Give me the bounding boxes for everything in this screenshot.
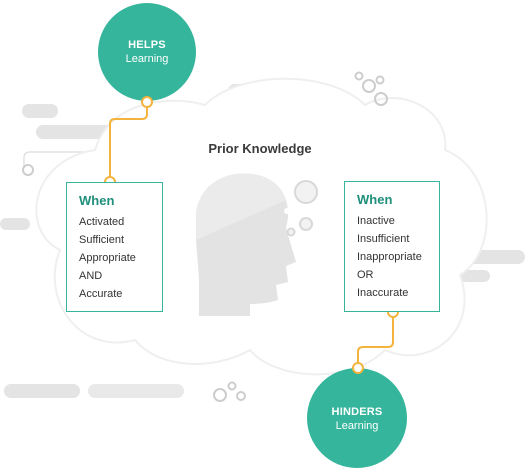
hinders-node-subtitle: Learning bbox=[335, 420, 379, 432]
helps-node-subtitle: Learning bbox=[125, 53, 169, 65]
bubbles-top-right bbox=[354, 71, 388, 106]
helps-condition-item: Sufficient bbox=[79, 234, 125, 246]
helps-conditions-box: When Activated Sufficient Appropriate AN… bbox=[66, 182, 163, 312]
bubbles-bottom bbox=[213, 381, 246, 402]
hinders-conditions-title: When bbox=[357, 192, 393, 207]
hinders-condition-item: OR bbox=[357, 269, 374, 281]
helps-conditions-title: When bbox=[79, 193, 115, 208]
helps-condition-item: AND bbox=[79, 270, 103, 282]
helps-condition-item: Accurate bbox=[79, 288, 123, 300]
diagram-title: Prior Knowledge bbox=[208, 141, 312, 156]
hinders-node-title: HINDERS bbox=[331, 406, 383, 418]
hinders-condition-item: Inaccurate bbox=[357, 287, 409, 299]
connector-dot bbox=[352, 362, 364, 374]
hinders-circle bbox=[307, 368, 407, 468]
connector-helps bbox=[109, 102, 148, 182]
thinking-head-icon bbox=[196, 173, 318, 316]
helps-circle bbox=[98, 3, 196, 101]
helps-condition-item: Activated bbox=[79, 216, 125, 228]
connector-dot bbox=[141, 96, 153, 108]
helps-node: HELPS Learning bbox=[98, 39, 196, 65]
hinders-node: HINDERS Learning bbox=[307, 406, 407, 432]
helps-node-title: HELPS bbox=[128, 39, 166, 51]
hinders-condition-item: Insufficient bbox=[357, 233, 410, 245]
helps-condition-item: Appropriate bbox=[79, 252, 136, 264]
hinders-condition-item: Inappropriate bbox=[357, 251, 422, 263]
connector-hinders bbox=[357, 312, 394, 368]
hinders-condition-item: Inactive bbox=[357, 215, 395, 227]
hinders-conditions-box: When Inactive Insufficient Inappropriate… bbox=[344, 181, 440, 312]
